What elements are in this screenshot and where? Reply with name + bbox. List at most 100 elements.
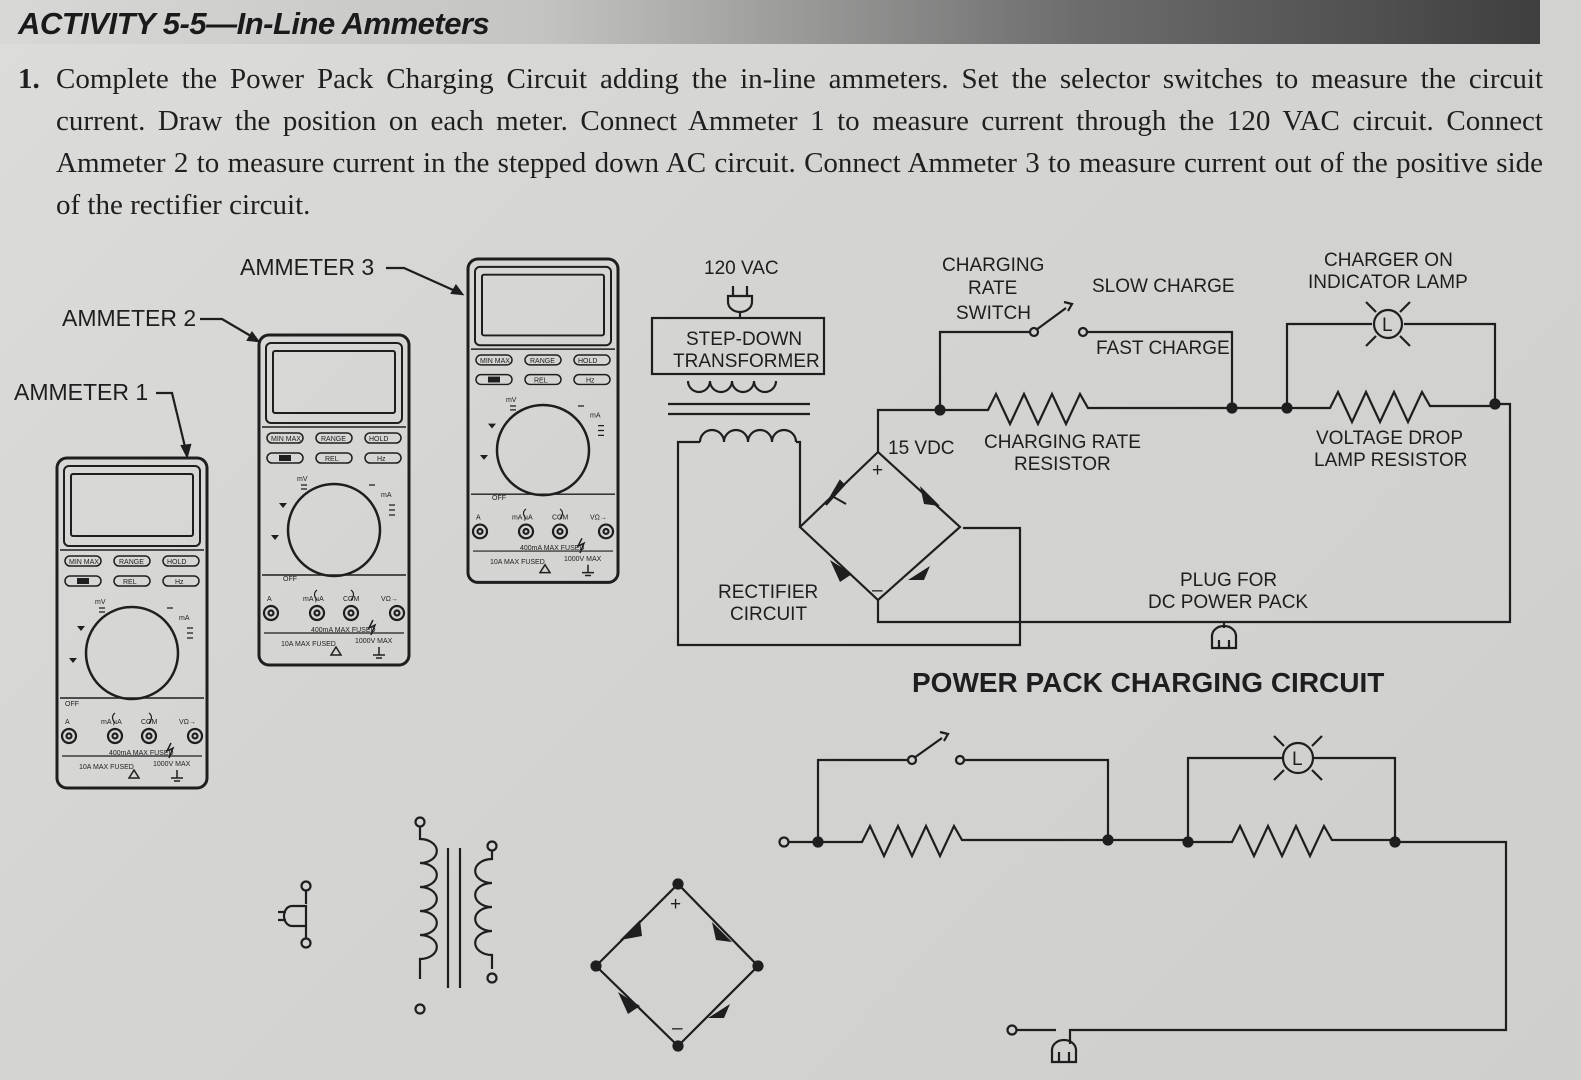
dial-ma-label: mA: [590, 413, 601, 420]
lamp-resistor: [1232, 389, 1495, 425]
loose-rectifier-plus: +: [670, 894, 681, 915]
indicator-lamp-symbol: [1372, 308, 1404, 340]
btn-hold-label: HOLD: [167, 559, 186, 566]
btn-hz-label: Hz: [586, 378, 595, 385]
ammeter-3-meter: MIN MAX RANGE HOLD REL Hz OFF mA mV A mA…: [466, 257, 620, 584]
switch-left-wire: [938, 330, 1030, 410]
secondary-wire-loop: [676, 440, 1022, 647]
ammeter-3-leader: [386, 266, 463, 296]
fuse-1000v-label: 1000V MAX: [564, 556, 602, 563]
btn-hold-label: HOLD: [369, 436, 388, 443]
blank-workspace-circuit: [778, 730, 1508, 1064]
btn-hz-label: Hz: [377, 456, 386, 463]
loose-bridge-rectifier: [590, 878, 764, 1052]
jack-a-label: A: [476, 515, 481, 522]
dial-mv-label: mV: [297, 476, 308, 483]
charging-rate-resistor-line2: RESISTOR: [1014, 454, 1111, 475]
transformer-secondary-coil: [698, 428, 798, 443]
ammeter-3-label: AMMETER 3: [240, 254, 374, 280]
ammeter-2-label: AMMETER 2: [62, 305, 196, 331]
transformer-primary-coil: [686, 380, 778, 394]
voltage-drop-resistor-line2: LAMP RESISTOR: [1314, 450, 1467, 471]
btn-range-label: RANGE: [321, 436, 346, 443]
switch-right-wire: [1087, 330, 1234, 408]
switch-arm-arrow: [1063, 300, 1074, 312]
btn-rel-label: REL: [325, 456, 339, 463]
instruction-block: 1. Complete the Power Pack Charging Circ…: [18, 58, 1543, 226]
btn-hz-label: Hz: [175, 579, 184, 586]
ammeter-1-label: AMMETER 1: [14, 379, 148, 405]
slow-charge-label: SLOW CHARGE: [1092, 276, 1235, 297]
dial-off-label: OFF: [492, 495, 506, 502]
circuit-title: POWER PACK CHARGING CIRCUIT: [912, 667, 1384, 698]
btn-hold-label: HOLD: [578, 358, 597, 365]
fuse-10a-label: 10A MAX FUSED: [79, 764, 134, 771]
fuse-1000v-label: 1000V MAX: [153, 761, 191, 768]
loose-plug-symbol: [278, 880, 312, 949]
fuse-10a-label: 10A MAX FUSED: [281, 641, 336, 648]
btn-min-max-label: MIN MAX: [480, 358, 510, 365]
charging-rate-switch-line1: CHARGING: [942, 255, 1044, 276]
fuse-400ma-label: 400mA MAX FUSED: [520, 545, 585, 552]
btn-range-label: RANGE: [119, 559, 144, 566]
btn-rel-label: REL: [534, 378, 548, 385]
workspace-lamp-l: L: [1292, 749, 1303, 770]
jack-a-label: A: [267, 596, 272, 603]
vdc-15-label: 15 VDC: [888, 438, 955, 459]
activity-header-bar: [0, 0, 1540, 44]
ac-plug-symbol: [726, 286, 754, 318]
lamp-l-label: L: [1382, 315, 1393, 336]
activity-title: ACTIVITY 5-5—In-Line Ammeters: [18, 6, 490, 41]
voltage-drop-resistor-line1: VOLTAGE DROP: [1316, 428, 1463, 449]
ammeter-2-meter: MIN MAX RANGE HOLD REL Hz OFF mA mV A mA…: [257, 333, 411, 667]
jack-v-ohm-label: VΩ→: [381, 596, 398, 603]
jack-v-ohm-label: VΩ→: [179, 719, 196, 726]
dc-negative-wire: [876, 402, 1512, 624]
jack-a-label: A: [65, 719, 70, 726]
rectifier-plus: +: [872, 460, 883, 481]
charger-on-label-line2: INDICATOR LAMP: [1308, 272, 1468, 293]
transformer-label-line2: TRANSFORMER: [673, 351, 820, 372]
dial-ma-label: mA: [381, 492, 392, 499]
instruction-number: 1.: [18, 63, 40, 95]
fuse-1000v-label: 1000V MAX: [355, 638, 393, 645]
dc-power-pack-plug: [1210, 622, 1238, 650]
rectifier-label-line2: CIRCUIT: [730, 604, 807, 625]
ammeter-1-meter: MIN MAX RANGE HOLD REL Hz OFF mA mV A mA…: [55, 456, 209, 790]
dial-mv-label: mV: [506, 397, 517, 404]
plug-label-line2: DC POWER PACK: [1148, 592, 1308, 613]
fast-charge-label: FAST CHARGE: [1096, 338, 1230, 359]
jack-ma-ua-label: mA µA: [512, 515, 533, 522]
fuse-10a-label: 10A MAX FUSED: [490, 559, 545, 566]
dial-off-label: OFF: [65, 701, 79, 708]
ammeter-2-arrowhead: [246, 331, 261, 343]
ammeter-3-arrowhead: [450, 284, 465, 296]
btn-min-max-label: MIN MAX: [69, 559, 99, 566]
charger-on-label-line1: CHARGER ON: [1324, 250, 1453, 271]
dial-off-label: OFF: [283, 576, 297, 583]
lamp-branch-wire: [1285, 322, 1497, 408]
btn-min-max-label: MIN MAX: [271, 436, 301, 443]
transformer-box: [650, 316, 826, 376]
jack-ma-ua-label: mA µA: [101, 719, 122, 726]
plug-label-line1: PLUG FOR: [1180, 570, 1277, 591]
fuse-400ma-label: 400mA MAX FUSED: [311, 627, 376, 634]
loose-rectifier-minus: –: [672, 1018, 683, 1039]
dc-positive-wire: [876, 408, 940, 452]
dial-mv-label: mV: [95, 599, 106, 606]
ammeter-1-leader: [156, 391, 188, 452]
btn-range-label: RANGE: [530, 358, 555, 365]
jack-v-ohm-label: VΩ→: [590, 515, 607, 522]
rectifier-label-line1: RECTIFIER: [718, 582, 818, 603]
ammeter-1-arrowhead: [180, 443, 192, 460]
charging-rate-resistor: [940, 391, 1232, 427]
loose-transformer-symbol: [414, 816, 498, 1015]
charging-rate-resistor-line1: CHARGING RATE: [984, 432, 1141, 453]
switch-fast-contact: [1077, 326, 1089, 338]
transformer-label-line1: STEP-DOWN: [686, 329, 802, 350]
ammeter-2-leader: [200, 317, 257, 340]
dial-ma-label: mA: [179, 615, 190, 622]
switch-pivot-contact: [1028, 326, 1040, 338]
